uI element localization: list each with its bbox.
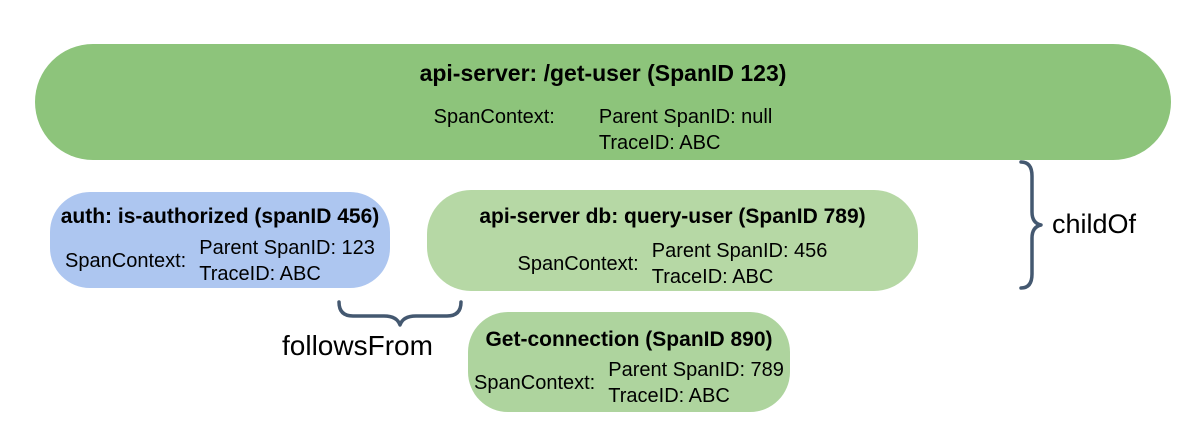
span-box-auth-is-authorized: auth: is-authorized (spanID 456) SpanCon… (50, 192, 390, 288)
span-context-values: Parent SpanID: 456 TraceID: ABC (652, 238, 828, 290)
span-context-label: SpanContext: (433, 106, 555, 128)
trace-id-value: TraceID: ABC (199, 263, 321, 285)
parent-span-id-value: Parent SpanID: null (598, 106, 773, 128)
span-title: api-server db: query-user (SpanID 789) (479, 205, 866, 228)
span-title: auth: is-authorized (spanID 456) (60, 205, 380, 228)
follows-from-label: followsFrom (282, 330, 433, 361)
span-context-label: SpanContext: (65, 249, 187, 272)
span-box-get-connection: Get-connection (SpanID 890) SpanContext:… (468, 312, 790, 412)
span-box-api-server-get-user: api-server: /get-user (SpanID 123) SpanC… (35, 44, 1171, 160)
span-context-values: Parent SpanID: 123 TraceID: ABC (199, 235, 375, 287)
parent-span-id-value: Parent SpanID: 123 (199, 237, 375, 259)
trace-id-value: TraceID: ABC (651, 266, 774, 288)
span-context-label: SpanContext: (474, 371, 596, 394)
span-context: SpanContext: Parent SpanID: null TraceID… (434, 104, 773, 156)
span-context: SpanContext: Parent SpanID: 123 TraceID:… (65, 235, 375, 287)
span-box-api-server-db-query-user: api-server db: query-user (SpanID 789) S… (427, 190, 918, 291)
span-context-values: Parent SpanID: 789 TraceID: ABC (608, 357, 784, 409)
child-of-label: childOf (1052, 209, 1137, 239)
trace-id-value: TraceID: ABC (608, 385, 730, 407)
span-title: Get-connection (SpanID 890) (485, 328, 773, 351)
span-context: SpanContext: Parent SpanID: 789 TraceID:… (474, 357, 784, 409)
parent-span-id-value: Parent SpanID: 456 (651, 240, 828, 262)
span-context-label: SpanContext: (517, 252, 639, 275)
parent-span-id-value: Parent SpanID: 789 (608, 359, 784, 381)
trace-id-value: TraceID: ABC (598, 132, 721, 154)
span-context: SpanContext: Parent SpanID: 456 TraceID:… (518, 238, 828, 290)
child-of-brace-icon (1019, 160, 1043, 290)
span-title: api-server: /get-user (SpanID 123) (419, 60, 787, 86)
follows-from-brace-icon (337, 300, 463, 327)
span-context-values: Parent SpanID: null TraceID: ABC (599, 104, 772, 156)
